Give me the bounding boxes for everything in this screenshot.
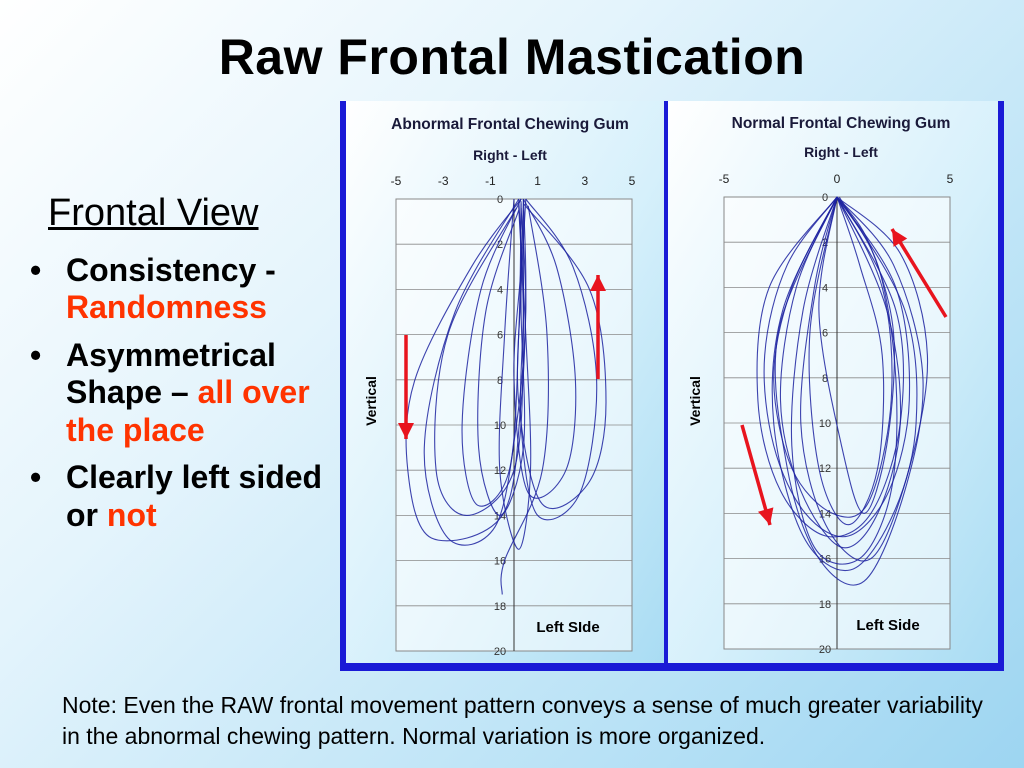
x-tick-label: 0: [834, 172, 841, 186]
y-tick-label: 8: [497, 375, 503, 387]
direction-arrow-shaft: [890, 228, 948, 318]
x-tick-label: 1: [534, 174, 541, 188]
y-tick-label: 20: [494, 646, 506, 658]
chewing-trace: [477, 203, 526, 516]
bullet-highlight: all over the place: [66, 374, 310, 448]
chewing-trace: [773, 196, 893, 518]
y-tick-label: 0: [497, 194, 503, 206]
bullet-dot: •: [30, 336, 42, 373]
y-tick-label: 4: [822, 282, 828, 294]
bullet-dot: •: [30, 252, 42, 288]
chewing-trace: [756, 196, 905, 538]
x-tick-label: -5: [391, 174, 402, 188]
chewing-trace: [808, 196, 885, 526]
y-tick-label: 4: [497, 284, 503, 296]
chewing-trace: [461, 198, 522, 507]
y-axis-label: Vertical: [363, 376, 379, 426]
bullet-dot: •: [30, 459, 42, 496]
x-tick-label: 5: [947, 172, 954, 186]
bullet-item-consistency: • Consistency - Randomness: [28, 252, 338, 327]
slide-title: Raw Frontal Mastication: [218, 29, 806, 85]
traces-group: [405, 198, 607, 595]
y-tick-label: 6: [822, 328, 828, 340]
y-tick-label: 18: [494, 601, 506, 613]
left-side-annotation: Left SIde: [536, 619, 599, 636]
y-axis-label: Vertical: [687, 376, 703, 426]
y-tick-label: 0: [822, 192, 828, 204]
bullet-text: Consistency -: [66, 252, 276, 288]
bullet-text: Asymmetrical Shape –: [66, 336, 276, 411]
chewing-trace: [790, 196, 898, 565]
direction-arrow-head: [757, 507, 774, 525]
x-tick-label: 3: [581, 174, 588, 188]
y-tick-label: 20: [819, 644, 831, 656]
chewing-trace: [800, 196, 929, 562]
x-tick-label: 5: [629, 174, 636, 188]
bullet-list: • Consistency - Randomness • Asymmetrica…: [28, 252, 338, 544]
direction-arrow-head: [590, 275, 606, 291]
bullet-text: Clearly left sided or: [66, 459, 323, 533]
x-tick-label: -1: [485, 174, 496, 188]
left-side-annotation: Left Side: [856, 617, 919, 634]
y-tick-label: 18: [819, 599, 831, 611]
y-tick-label: 2: [497, 239, 503, 251]
y-tick-label: 10: [819, 418, 831, 430]
chart-title: Abnormal Frontal Chewing Gum: [391, 116, 629, 133]
direction-arrow-head: [892, 229, 908, 247]
y-tick-label: 8: [822, 373, 828, 385]
x-tick-label: -3: [438, 174, 449, 188]
chewing-trace: [516, 198, 607, 510]
section-heading: Frontal View: [48, 192, 259, 234]
chewing-trace: [500, 205, 549, 595]
bullet-highlight: not: [106, 496, 157, 533]
chewing-trace: [498, 198, 532, 550]
x-tick-label: -5: [719, 172, 730, 186]
y-tick-label: 12: [819, 463, 831, 475]
chewing-trace: [818, 196, 895, 514]
x-axis-label: Right - Left: [804, 144, 878, 160]
y-tick-label: 2: [822, 237, 828, 249]
x-axis-label: Right - Left: [473, 147, 547, 163]
footnote: Note: Even the RAW frontal movement patt…: [62, 692, 983, 750]
direction-arrow-shaft: [740, 424, 772, 526]
bullet-item-left-sided: • Clearly left sided or not: [28, 459, 338, 534]
bullet-highlight: Randomness: [66, 289, 267, 326]
traces-group: [756, 196, 929, 586]
chart-title: Normal Frontal Chewing Gum: [732, 115, 951, 132]
bullet-item-asymmetrical: • Asymmetrical Shape – all over the plac…: [28, 337, 338, 449]
chewing-trace: [771, 196, 918, 572]
y-tick-label: 6: [497, 330, 503, 342]
direction-arrow-head: [398, 423, 414, 439]
chewing-trace: [434, 205, 525, 516]
